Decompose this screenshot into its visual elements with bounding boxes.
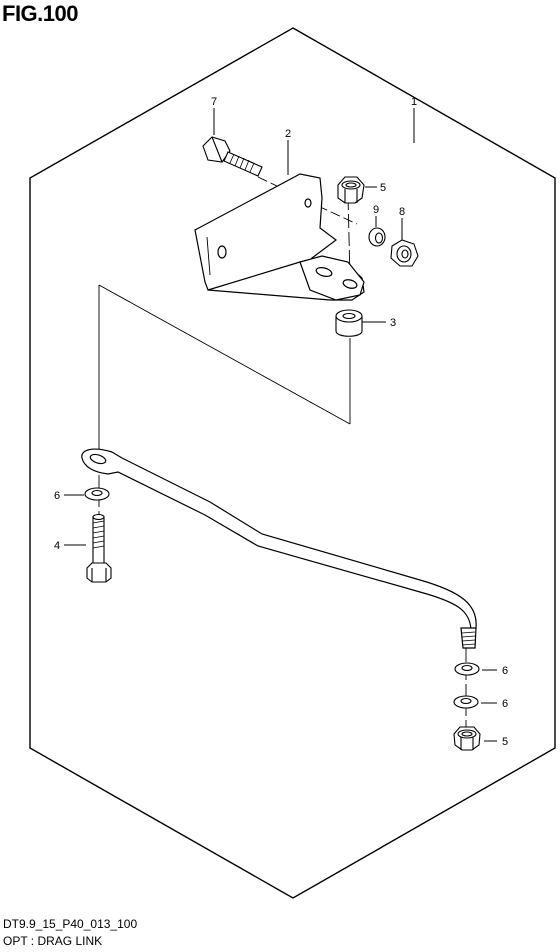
figure-title: FIG.100 [2, 1, 78, 26]
diagram-code: DT9.9_15_P40_013_100 [3, 917, 138, 931]
callout-label: 3 [390, 317, 396, 329]
callout-label: 7 [211, 96, 217, 108]
bolt-part-4 [86, 513, 112, 583]
assembly-outline [29, 27, 556, 899]
callout-label: 2 [285, 128, 291, 140]
callout-label: 6 [502, 665, 508, 677]
drag-link-rod [81, 448, 477, 649]
nut-part-5-lower [453, 726, 481, 751]
washer-part-9 [368, 227, 386, 247]
nut-part-5-upper [337, 176, 365, 204]
collar-part-3 [335, 309, 363, 337]
washer-part-6-right-lower [453, 695, 479, 709]
washer-part-6-right-upper [454, 662, 480, 676]
callout-label: 9 [373, 204, 379, 216]
callout-label: 6 [502, 698, 508, 710]
callout-label: 6 [54, 490, 60, 502]
bracket-part-2 [194, 173, 365, 301]
washer-part-6-left [84, 487, 110, 501]
leader-lines [64, 108, 497, 742]
callout-label: 1 [411, 96, 417, 108]
diagram-name: OPT : DRAG LINK [3, 934, 103, 948]
callout-label: 8 [399, 206, 405, 218]
callout-labels: 1 2 3 4 5 5 6 6 6 7 8 9 [54, 96, 508, 748]
callout-label: 5 [502, 736, 508, 748]
callout-label: 4 [54, 540, 60, 552]
callout-label: 5 [380, 182, 386, 194]
nut-part-8 [390, 239, 419, 267]
bolt-part-7 [202, 136, 263, 177]
